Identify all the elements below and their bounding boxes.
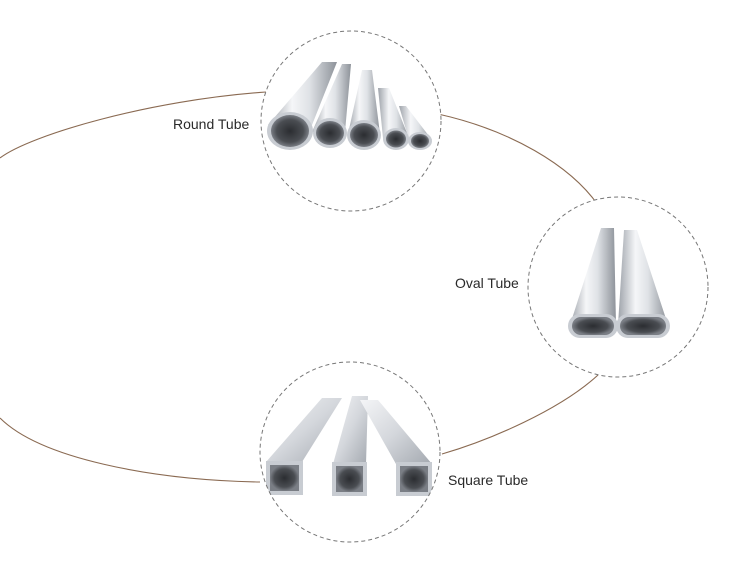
orbit-line-top-right (437, 113, 599, 206)
round-tube-4 (378, 88, 409, 138)
round-tube-2 (312, 64, 351, 132)
orbit-line-bottom-left (0, 417, 261, 483)
square-tube-1 (266, 398, 342, 462)
oval-tube-label: Oval Tube (455, 275, 519, 291)
oval-tube-photo[interactable] (527, 196, 709, 378)
square-tube-label: Square Tube (448, 472, 529, 488)
square-tube-3 (360, 400, 432, 464)
round-tube-photo[interactable] (260, 30, 442, 212)
orbit-line-right-bottom (441, 374, 599, 455)
square-tube-photo[interactable] (259, 361, 441, 543)
orbit-lines (0, 91, 599, 483)
oval-tube-2 (618, 230, 668, 325)
round-tube-3 (348, 70, 380, 134)
round-tube-1 (268, 62, 337, 125)
square-tube-2 (333, 396, 368, 464)
round-tube-5 (399, 106, 432, 140)
round-tube-label: Round Tube (173, 116, 250, 132)
orbit-line-top-left (0, 91, 267, 159)
oval-tube-1 (570, 228, 616, 325)
